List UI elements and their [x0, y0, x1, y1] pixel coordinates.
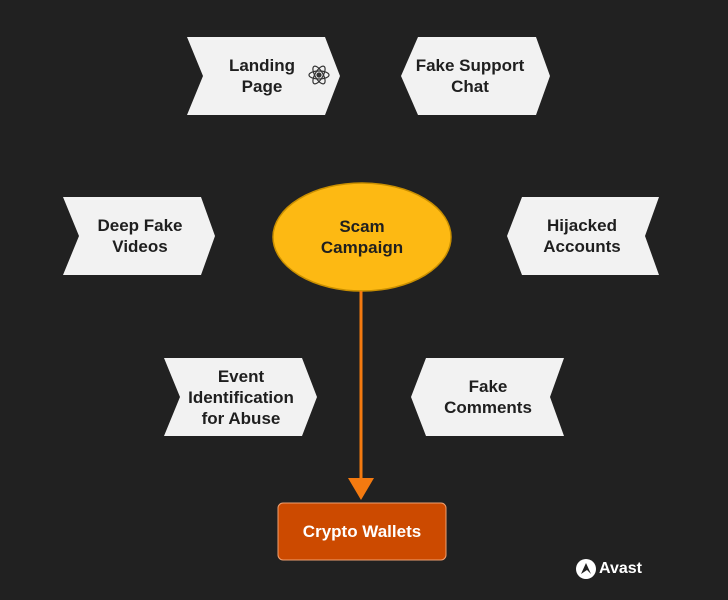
node-event-identification-shape — [164, 358, 317, 436]
center-node-label: Scam Campaign — [320, 217, 404, 257]
node-landing-page-label: Landing Page — [228, 56, 296, 96]
atom-icon — [308, 65, 330, 85]
target-node-label: Crypto Wallets — [302, 522, 422, 541]
node-fake-comments-label: Fake Comments — [444, 377, 532, 417]
node-hijacked-accounts-shape — [507, 197, 659, 275]
node-fake-comments-shape — [411, 358, 564, 436]
node-deep-fake-videos-label: Deep Fake Videos — [97, 216, 183, 256]
arrowhead-icon — [348, 478, 374, 500]
avast-logo-icon — [576, 559, 596, 579]
node-fake-support-chat-label: Fake Support Chat — [415, 56, 525, 96]
brand-logo-text: Avast — [599, 560, 642, 577]
target-node-shape — [277, 502, 447, 561]
node-landing-page-shape — [187, 37, 340, 115]
node-deep-fake-videos-shape — [63, 197, 215, 275]
node-fake-support-chat-shape — [401, 37, 550, 115]
node-event-identification-label: Event Identification for Abuse — [188, 366, 294, 428]
node-hijacked-accounts-label: Hijacked Accounts — [543, 216, 621, 256]
